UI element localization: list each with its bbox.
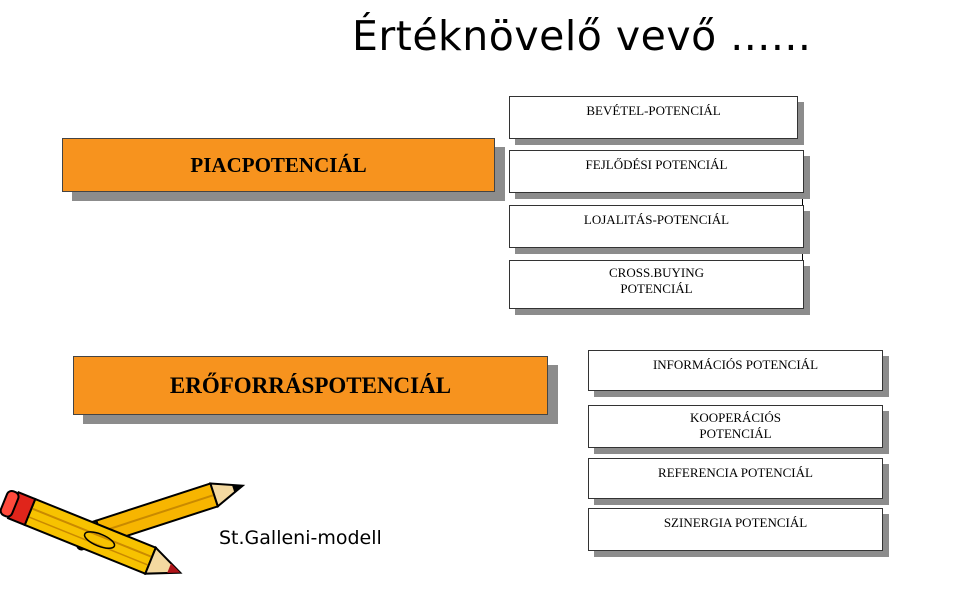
pencils-icon: [0, 482, 246, 575]
potential-box: REFERENCIA POTENCIÁL: [588, 458, 883, 499]
potential-box: LOJALITÁS-POTENCIÁL: [509, 205, 804, 248]
potential-label: REFERENCIA POTENCIÁL: [658, 465, 813, 480]
potential-label: INFORMÁCIÓS POTENCIÁL: [652, 357, 819, 372]
group-label: PIACPOTENCIÁL: [190, 152, 367, 177]
potential-label: SZINERGIA POTENCIÁL: [663, 515, 808, 530]
potential-box: CROSS.BUYING POTENCIÁL: [509, 260, 804, 309]
potential-box: BEVÉTEL-POTENCIÁL: [509, 96, 798, 139]
potential-label: BEVÉTEL-POTENCIÁL: [586, 103, 721, 118]
potential-box: KOOPERÁCIÓS POTENCIÁL: [588, 405, 883, 448]
potential-label: LOJALITÁS-POTENCIÁL: [583, 212, 730, 227]
slide-title: Értéknövelő vevő ......: [352, 12, 812, 60]
potential-box: INFORMÁCIÓS POTENCIÁL: [588, 350, 883, 391]
model-caption: St.Galleni-modell: [219, 527, 382, 549]
potential-box: SZINERGIA POTENCIÁL: [588, 508, 883, 551]
potential-box: FEJLŐDÉSI POTENCIÁL: [509, 150, 804, 193]
potential-label: CROSS.BUYING POTENCIÁL: [609, 265, 704, 296]
group-box-eroforraspotencial: ERŐFORRÁSPOTENCIÁL: [73, 356, 548, 415]
group-box-piacpotencial: PIACPOTENCIÁL: [62, 138, 495, 192]
potential-label: KOOPERÁCIÓS POTENCIÁL: [689, 410, 781, 441]
potential-label: FEJLŐDÉSI POTENCIÁL: [585, 157, 728, 172]
group-label: ERŐFORRÁSPOTENCIÁL: [169, 372, 452, 398]
